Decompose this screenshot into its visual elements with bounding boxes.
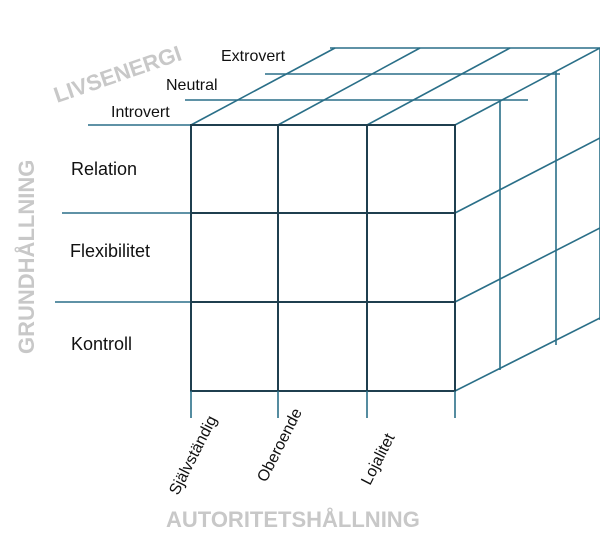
cube-front-face [190, 124, 456, 392]
depth-label-introvert: Introvert [111, 104, 170, 121]
column-label-sjalvstandig: Självständig [166, 413, 220, 498]
axis-title-autoritetshallning: AUTORITETSHÅLLNING [166, 506, 420, 532]
row-label-kontroll: Kontroll [71, 334, 132, 354]
axis-title-livsenergi: LIVSENERGI [50, 41, 184, 108]
row-label-relation: Relation [71, 159, 137, 179]
axis-title-grundhallning: GRUNDHÅLLNING [13, 160, 39, 354]
column-ticks [190, 391, 456, 418]
cube-side-face [454, 48, 600, 392]
depth-label-extrovert: Extrovert [221, 48, 286, 65]
row-label-flexibilitet: Flexibilitet [70, 241, 150, 261]
row-extension-lines [55, 212, 191, 303]
column-label-lojalitet: Lojalitet [358, 430, 398, 487]
depth-label-neutral: Neutral [166, 77, 218, 94]
column-label-oberoende: Oberoende [254, 406, 306, 485]
